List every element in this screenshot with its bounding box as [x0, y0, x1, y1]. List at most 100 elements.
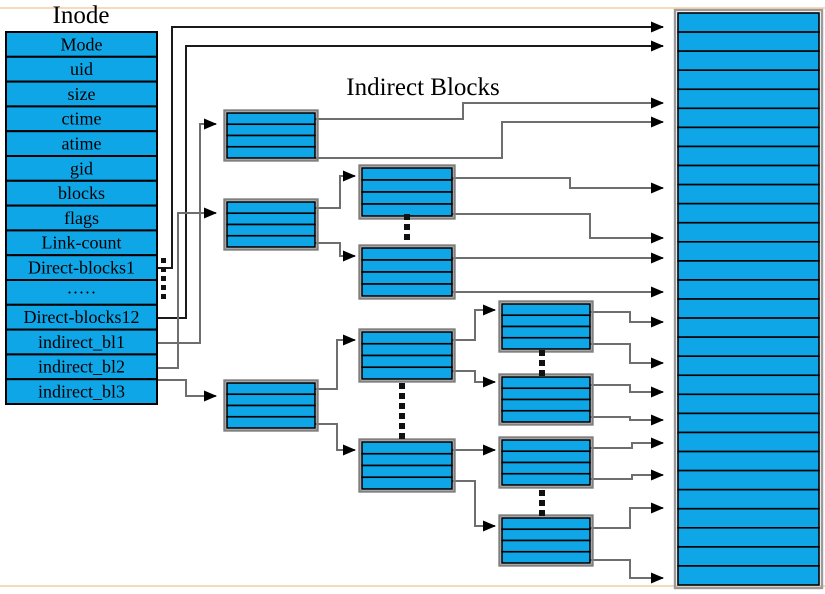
inode-row-label: indirect_bl1 — [38, 332, 125, 352]
inode-row-ellipsis[interactable]: ····· — [5, 279, 158, 306]
data-block-row[interactable] — [677, 88, 820, 110]
data-block-row[interactable] — [677, 279, 820, 300]
inode-row-gid[interactable]: gid — [5, 155, 158, 182]
edge-triple-to-mid2 — [315, 423, 356, 456]
data-block-row[interactable] — [677, 50, 820, 72]
edge-ibl3-to-triple — [157, 379, 217, 402]
data-block-column[interactable] — [673, 8, 824, 590]
data-block-row[interactable] — [677, 450, 820, 472]
data-block-row[interactable] — [677, 107, 820, 129]
data-block-row[interactable] — [677, 412, 820, 434]
data-block-row[interactable] — [677, 317, 820, 338]
data-block-row[interactable] — [677, 260, 820, 281]
indirect-block-single-indirect-1[interactable] — [223, 109, 319, 162]
inode-row-indirect-bl1[interactable]: indirect_bl1 — [5, 328, 158, 356]
inode-title: Inode — [53, 2, 110, 29]
data-block-row[interactable] — [677, 507, 820, 529]
indirect-block-triple-indirect-1[interactable] — [223, 379, 319, 432]
indirect-block-double-leaf-1[interactable] — [358, 164, 456, 220]
data-block-row[interactable] — [677, 145, 820, 167]
indirect-block-double-leaf-2[interactable] — [358, 244, 456, 300]
data-block-row[interactable] — [677, 355, 820, 377]
inode-row-label: atime — [62, 134, 102, 154]
inode-row-mode[interactable]: Mode — [5, 31, 158, 58]
inode-row-indirect-bl3[interactable]: indirect_bl3 — [5, 378, 158, 406]
edge-double-to-leaf2 — [315, 242, 356, 262]
data-block-row[interactable] — [677, 488, 820, 510]
inode-row-size[interactable]: size — [5, 80, 158, 108]
edge-mid2-to-leaf4 — [452, 480, 496, 532]
data-block-row[interactable] — [677, 126, 820, 148]
inode-ellipsis-dots — [161, 258, 166, 299]
indirect-block-double-indirect-1[interactable] — [223, 198, 319, 251]
edge-tleaf3-out-1 — [590, 437, 664, 449]
inode-row-direct-blocks12[interactable]: Direct-blocks12 — [5, 303, 158, 331]
data-block-row[interactable] — [677, 374, 820, 396]
indirect-block-group[interactable] — [223, 109, 594, 567]
indirect-block-triple-leaf-4[interactable] — [498, 514, 594, 567]
data-block-row[interactable] — [677, 431, 820, 453]
data-block-row[interactable] — [677, 393, 820, 415]
inode-row-indirect-bl2[interactable]: indirect_bl2 — [5, 353, 158, 381]
inode-row-uid[interactable]: uid — [5, 55, 158, 83]
data-block-row[interactable] — [677, 565, 820, 586]
edge-single-out-1 — [315, 97, 664, 120]
edge-single-out-2 — [315, 116, 664, 159]
data-block-row[interactable] — [677, 526, 820, 548]
edge-tleaf1-out-1 — [590, 311, 664, 328]
edge-tleaf4-out-2 — [590, 559, 664, 584]
ellipsis-triple-leaf-b — [539, 490, 545, 516]
inode-row-ctime[interactable]: ctime — [5, 105, 158, 133]
data-block-row[interactable] — [677, 221, 820, 243]
inode-row-label: Direct-blocks12 — [24, 307, 140, 327]
data-block-row[interactable] — [677, 31, 820, 52]
edge-dleaf1-out-1 — [452, 177, 664, 194]
ellipsis-triple-leaf-a — [539, 350, 545, 376]
inode-row-label: indirect_bl2 — [38, 357, 125, 377]
inode-row-label: size — [68, 84, 96, 104]
edge-tleaf4-out-1 — [590, 502, 664, 529]
indirect-block-triple-leaf-2[interactable] — [498, 373, 594, 426]
edge-triple-to-mid1 — [315, 334, 356, 390]
data-block-row[interactable] — [677, 69, 820, 91]
inode-row-link-count[interactable]: Link-count — [5, 229, 158, 257]
indirect-block-triple-mid-2[interactable] — [358, 438, 456, 493]
edge-double-to-leaf1 — [315, 170, 356, 209]
edge-direct12-to-data — [157, 40, 664, 319]
data-block-row[interactable] — [677, 241, 820, 262]
edge-ibl2-to-double — [157, 207, 217, 369]
inode-row-label: flags — [64, 208, 99, 228]
edge-tleaf2-out-2 — [590, 414, 664, 426]
data-block-row[interactable] — [677, 164, 820, 186]
data-block-row[interactable] — [677, 183, 820, 205]
data-block-row[interactable] — [677, 469, 820, 491]
inode-row-label: ····· — [67, 282, 97, 302]
data-block-row[interactable] — [677, 202, 820, 224]
ellipsis-double-level — [404, 214, 410, 240]
connector-group — [157, 21, 664, 584]
inode-row-label: uid — [70, 59, 93, 79]
data-block-row[interactable] — [677, 298, 820, 319]
inode-row-label: ctime — [62, 109, 102, 129]
inode-row-flags[interactable]: flags — [5, 204, 158, 232]
indirect-block-triple-mid-1[interactable] — [358, 328, 456, 383]
inode-row-blocks[interactable]: blocks — [5, 179, 158, 207]
indirect-block-triple-leaf-1[interactable] — [498, 300, 594, 353]
inode-row-atime[interactable]: atime — [5, 130, 158, 157]
edge-mid1-to-leaf2 — [452, 370, 496, 388]
page-bottom-rule — [0, 585, 825, 587]
edge-mid1-to-leaf1 — [452, 304, 496, 341]
edge-tleaf3-out-2 — [590, 469, 664, 481]
edge-tleaf2-out-1 — [590, 384, 664, 398]
indirect-block-triple-leaf-3[interactable] — [498, 436, 594, 489]
block-ellipsis-group — [399, 214, 545, 516]
data-block-row[interactable] — [677, 12, 820, 33]
data-block-row[interactable] — [677, 546, 820, 567]
inode-row-direct-blocks1[interactable]: Direct-blocks1 — [5, 254, 158, 281]
inode-row-label: Link-count — [42, 233, 122, 253]
data-block-row[interactable] — [677, 336, 820, 357]
inode-row-label: gid — [70, 158, 93, 178]
